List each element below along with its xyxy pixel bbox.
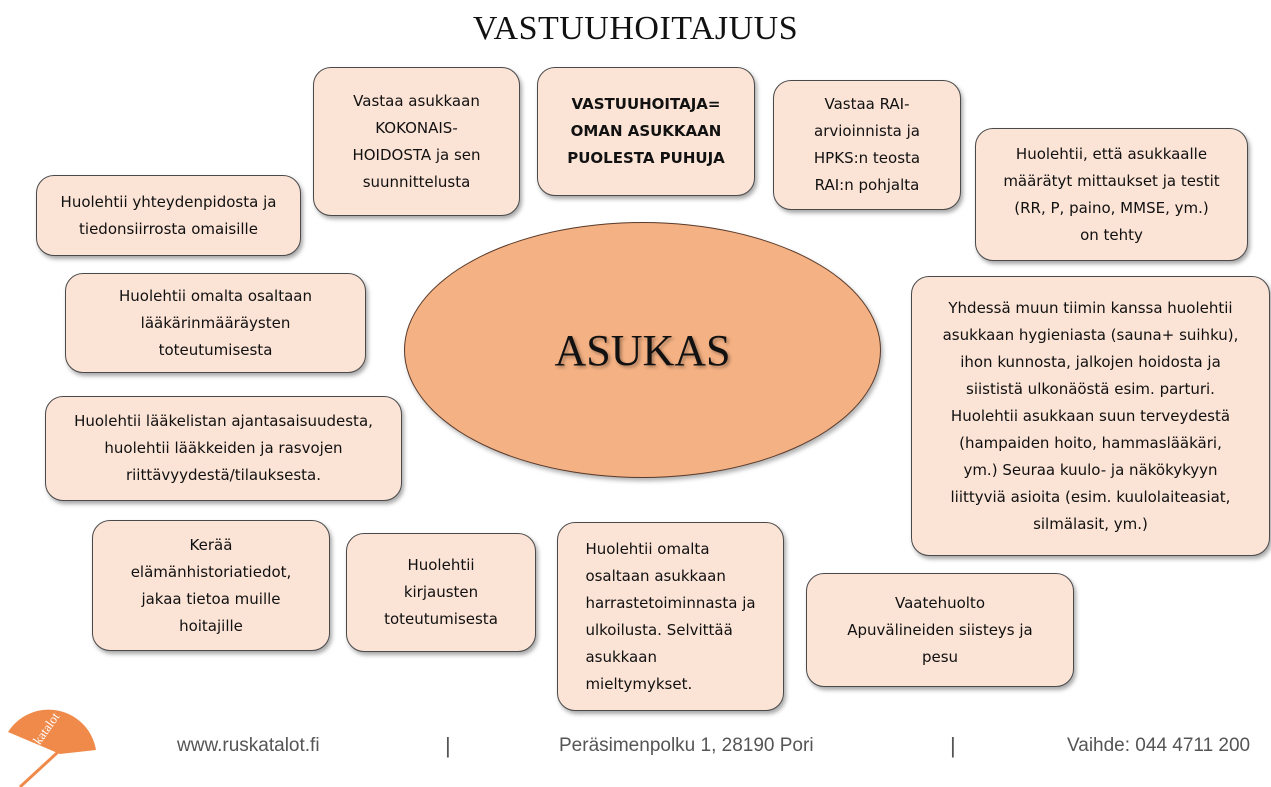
- box-laakelista: Huolehtii lääkelistan ajantasaisuudesta,…: [45, 396, 402, 501]
- box-yhteydenpito: Huolehtii yhteydenpidosta ja tiedonsiirr…: [36, 175, 301, 256]
- box-kokonaishoito-text: Vastaa asukkaan KOKONAIS- HOIDOSTA ja se…: [352, 91, 481, 191]
- box-rai-text: Vastaa RAI- arvioinnista ja HPKS:n teost…: [813, 95, 921, 194]
- logo-umbrella-handle: [18, 750, 60, 787]
- box-hygienia: Yhdessä muun tiimin kanssa huolehtii asu…: [911, 276, 1270, 556]
- box-kirjaukset-text: Huolehtii kirjausten toteutumisesta: [384, 556, 498, 628]
- box-harrastetoiminta-text: Huolehtii omalta osaltaan asukkaan harra…: [585, 539, 756, 693]
- box-vaatehuolto-text: Vaatehuolto Apuvälineiden siisteys ja pe…: [847, 593, 1033, 666]
- center-ellipse: ASUKAS: [404, 222, 881, 478]
- footer-address: Peräsimenpolku 1, 28190 Pori: [559, 735, 814, 756]
- logo-umbrella-shape: [8, 709, 96, 754]
- center-label: ASUKAS: [554, 325, 731, 375]
- box-vaatehuolto: Vaatehuolto Apuvälineiden siisteys ja pe…: [806, 573, 1074, 687]
- box-elamanhistoria-text: Kerää elämänhistoriatiedot, jakaa tietoa…: [130, 535, 292, 635]
- box-vastuuhoitaja-text: VASTUUHOITAJA= OMAN ASUKKAAN PUOLESTA PU…: [567, 95, 725, 167]
- box-kokonaishoito: Vastaa asukkaan KOKONAIS- HOIDOSTA ja se…: [313, 67, 520, 216]
- box-harrastetoiminta: Huolehtii omalta osaltaan asukkaan harra…: [557, 522, 784, 711]
- box-mittaukset-text: Huolehtii, että asukkaalle määrätyt mitt…: [1003, 144, 1220, 244]
- box-yhteydenpito-text: Huolehtii yhteydenpidosta ja tiedonsiirr…: [60, 192, 277, 238]
- box-laakelista-text: Huolehtii lääkelistan ajantasaisuudesta,…: [74, 412, 373, 484]
- box-hygienia-text: Yhdessä muun tiimin kanssa huolehtii asu…: [942, 298, 1239, 533]
- box-elamanhistoria: Kerää elämänhistoriatiedot, jakaa tietoa…: [92, 520, 330, 651]
- box-vastuuhoitaja: VASTUUHOITAJA= OMAN ASUKKAAN PUOLESTA PU…: [537, 67, 755, 196]
- box-kirjaukset: Huolehtii kirjausten toteutumisesta: [346, 533, 536, 652]
- box-rai: Vastaa RAI- arvioinnista ja HPKS:n teost…: [773, 80, 961, 210]
- footer-phone: Vaihde: 044 4711 200: [1067, 735, 1251, 756]
- box-laakarinmaaraykset-text: Huolehtii omalta osaltaan lääkärinmääräy…: [119, 286, 312, 359]
- diagram-title: VASTUUHOITAJUUS: [472, 10, 799, 47]
- footer-separator-2: |: [950, 733, 956, 758]
- ruskatalot-logo: Ruskatalot: [8, 709, 96, 787]
- box-mittaukset: Huolehtii, että asukkaalle määrätyt mitt…: [975, 128, 1248, 261]
- footer-website[interactable]: www.ruskatalot.fi: [177, 735, 320, 756]
- footer-separator-1: |: [445, 733, 451, 758]
- box-laakarinmaaraykset: Huolehtii omalta osaltaan lääkärinmääräy…: [65, 273, 366, 373]
